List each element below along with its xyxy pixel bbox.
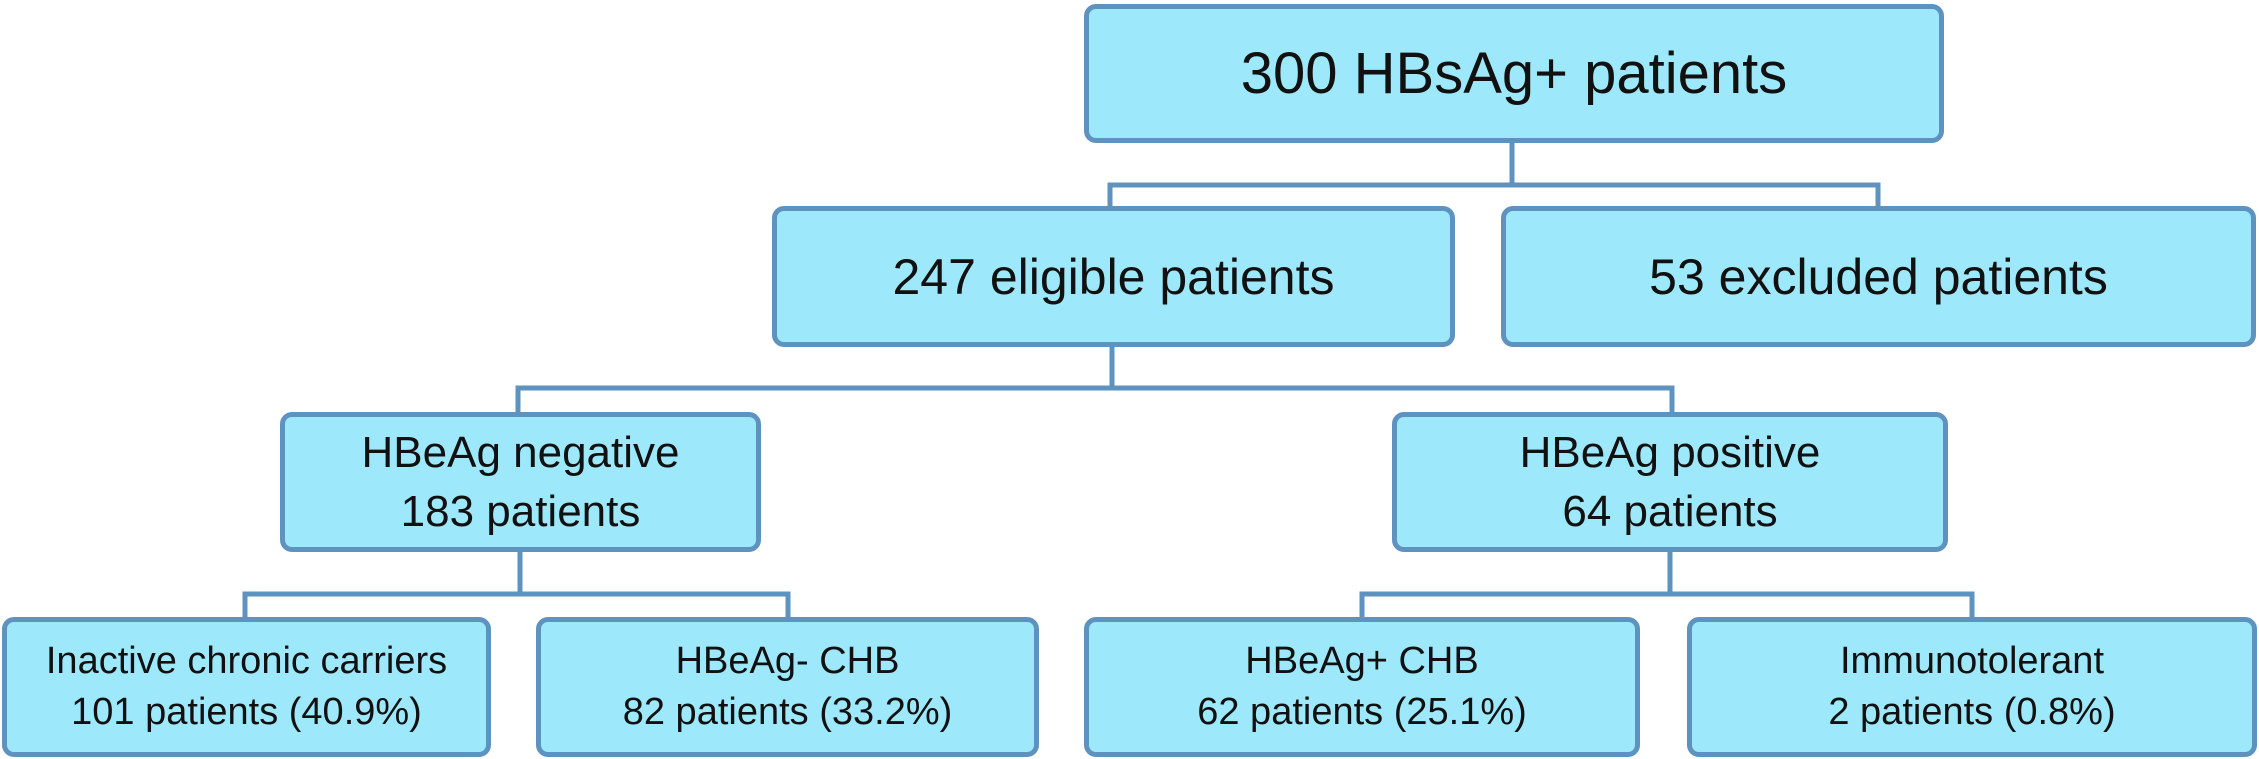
immunotolerant-title: Immunotolerant [1839,640,2104,683]
hbeag-negative-chb-count: 82 patients (33.2%) [622,691,953,733]
total-patients-box: 300 HBsAg+ patients [1084,4,1944,143]
inactive-carriers-count: 101 patients (40.9%) [71,691,422,733]
eligible-patients-box: 247 eligible patients [772,206,1455,347]
hbeag-positive-chb-count: 62 patients (25.1%) [1197,691,1527,733]
hbeag-negative-chb-title: HBeAg- CHB [675,640,900,683]
hbeag-positive-title: HBeAg positive [1519,427,1821,477]
connector-positive-to-leaves [1359,552,1975,617]
hbeag-negative-box: HBeAg negative 183 patients [280,412,761,552]
hbeag-positive-chb-box: HBeAg+ CHB 62 patients (25.1%) [1084,617,1640,757]
connector-root-to-level2 [1107,143,1881,206]
hbeag-negative-count: 183 patients [400,487,641,536]
hbeag-positive-count: 64 patients [1562,487,1778,536]
inactive-carriers-title: Inactive chronic carriers [45,640,448,683]
excluded-patients-label: 53 excluded patients [1649,248,2108,305]
hbeag-positive-box: HBeAg positive 64 patients [1392,412,1948,552]
hbeag-positive-chb-title: HBeAg+ CHB [1245,640,1479,683]
connector-negative-to-leaves [242,552,791,617]
immunotolerant-count: 2 patients (0.8%) [1828,691,2116,733]
connector-eligible-to-hbeag [515,347,1675,412]
hbeag-negative-chb-box: HBeAg- CHB 82 patients (33.2%) [536,617,1039,757]
inactive-carriers-box: Inactive chronic carriers 101 patients (… [2,617,491,757]
eligible-patients-label: 247 eligible patients [892,248,1335,305]
total-patients-label: 300 HBsAg+ patients [1240,40,1788,106]
excluded-patients-box: 53 excluded patients [1501,206,2256,347]
immunotolerant-box: Immunotolerant 2 patients (0.8%) [1687,617,2257,757]
hbeag-negative-title: HBeAg negative [361,427,680,477]
